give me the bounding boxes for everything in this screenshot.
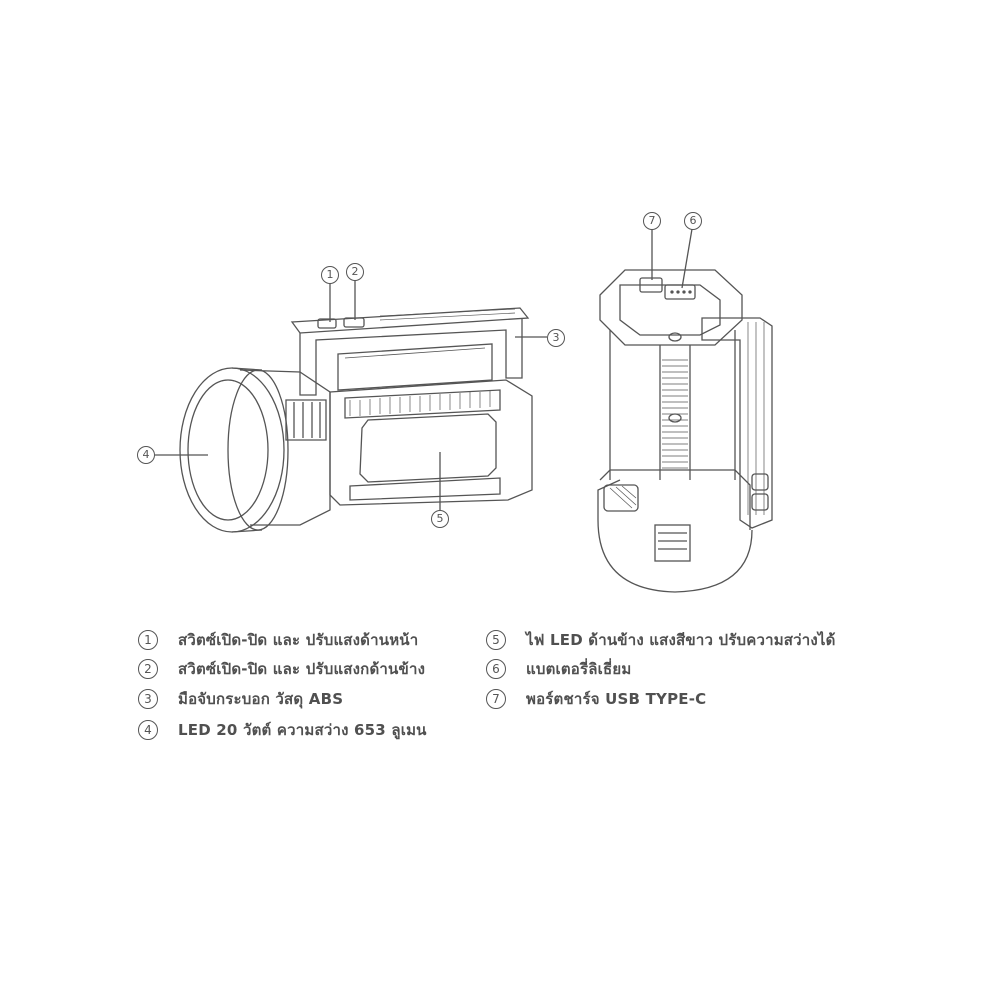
legend-item-6: 6 แบตเตอรี่ลิเธี่ยม — [486, 657, 631, 681]
legend-text: สวิตซ์เปิด-ปิด และ ปรับแสงกด้านข้าง — [178, 660, 426, 678]
legend-number: 1 — [138, 630, 158, 650]
flashlight-diagram: 1 2 3 4 5 7 6 — [137, 212, 773, 593]
legend-item-4: 4 LED 20 วัตต์ ความสว่าง 653 ลูเมน — [138, 718, 427, 742]
legend-item-2: 2 สวิตซ์เปิด-ปิด และ ปรับแสงกด้านข้าง — [138, 657, 425, 681]
legend-item-1: 1 สวิตซ์เปิด-ปิด และ ปรับแสงด้านหน้า — [138, 628, 418, 652]
legend-number: 7 — [486, 689, 506, 709]
legend-number: 5 — [486, 630, 506, 650]
legend-text: สวิตซ์เปิด-ปิด และ ปรับแสงด้านหน้า — [178, 631, 419, 649]
callout-6: 6 — [684, 212, 702, 230]
legend-item-5: 5 ไฟ LED ด้านข้าง แสงสีขาว ปรับความสว่าง… — [486, 628, 836, 652]
callout-2: 2 — [346, 263, 364, 281]
callout-4: 4 — [137, 446, 155, 464]
callout-1: 1 — [321, 266, 339, 284]
callout-7: 7 — [643, 212, 661, 230]
legend-number: 4 — [138, 720, 158, 740]
legend-text: พอร์ตชาร์จ USB TYPE-C — [526, 690, 707, 708]
legend-item-3: 3 มือจับกระบอก วัสดุ ABS — [138, 687, 343, 711]
legend-text: มือจับกระบอก วัสดุ ABS — [178, 690, 344, 708]
legend-text: แบตเตอรี่ลิเธี่ยม — [526, 660, 632, 678]
line-art — [155, 228, 773, 593]
callout-5: 5 — [431, 510, 449, 528]
legend-item-7: 7 พอร์ตชาร์จ USB TYPE-C — [486, 687, 706, 711]
callout-3: 3 — [547, 329, 565, 347]
legend-text: LED 20 วัตต์ ความสว่าง 653 ลูเมน — [178, 721, 427, 739]
legend-number: 2 — [138, 659, 158, 679]
legend-text: ไฟ LED ด้านข้าง แสงสีขาว ปรับความสว่างได… — [526, 631, 836, 649]
legend-number: 3 — [138, 689, 158, 709]
legend-number: 6 — [486, 659, 506, 679]
